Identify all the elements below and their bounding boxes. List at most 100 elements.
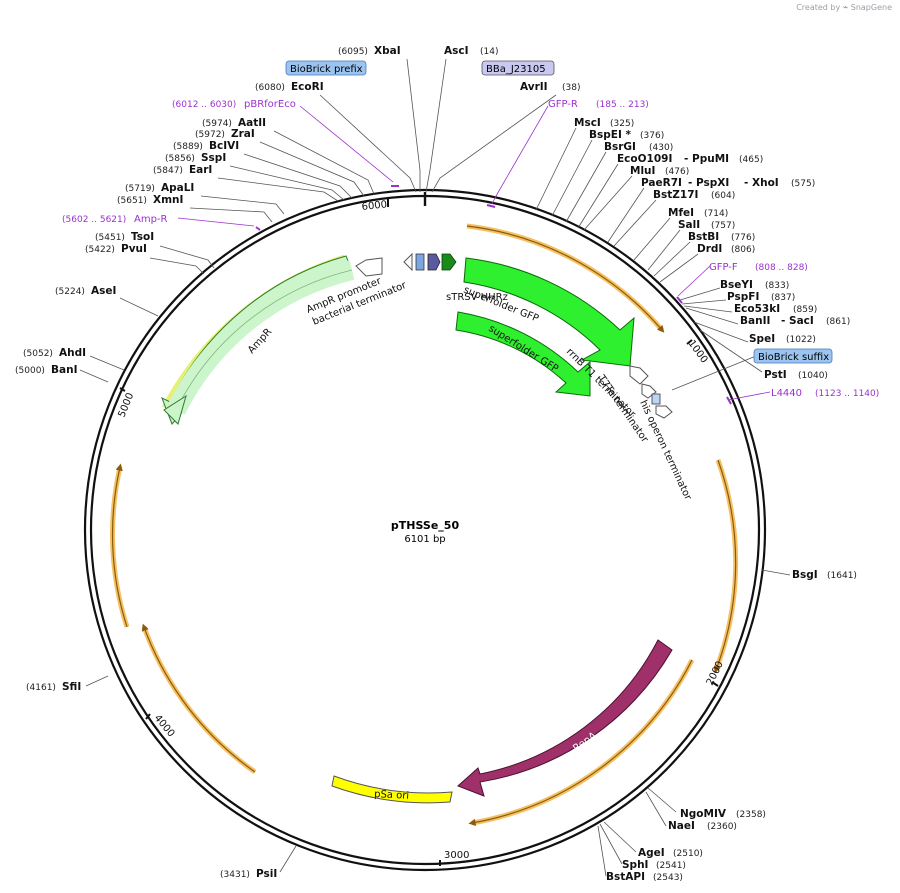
primer-leader: [299, 105, 394, 183]
enzyme-apali: ApaLI: [161, 182, 194, 194]
enzyme-psti: PstI: [764, 369, 787, 381]
enzyme-agei: AgeI: [638, 847, 665, 859]
biobrick-prefix-label: BioBrick prefix: [290, 64, 363, 75]
enzyme-eari-pos: (5847): [153, 166, 183, 176]
leader: [607, 187, 645, 243]
enzyme-bcivi-pos: (5889): [173, 142, 203, 152]
leader: [685, 307, 739, 325]
enzyme-mlui: MluI: [630, 165, 655, 177]
snapgene-logo-icon: ⌁: [842, 3, 849, 13]
primer-mark: [676, 296, 683, 304]
enzyme-tsoi: TsoI: [131, 231, 154, 243]
enzyme-bstbi-pos: (776): [731, 233, 755, 243]
enzyme-sphi: SphI: [622, 859, 648, 871]
leader: [633, 217, 671, 261]
enzyme-pspfi: PspFI: [727, 291, 759, 303]
enzyme-agei-pos: (2510): [673, 849, 703, 859]
enzyme-naei-pos: (2360): [707, 822, 737, 832]
orf-arc: [141, 626, 257, 775]
leader: [693, 321, 749, 343]
enzyme-pvui: PvuI: [121, 243, 147, 255]
bba-j23105-label: BBa_J23105: [486, 64, 546, 75]
enzyme-pspxi: - PspXI: [688, 177, 729, 189]
leader: [599, 823, 623, 865]
enzyme-aatii-pos: (5974): [202, 119, 232, 129]
primer-pbrforeco-pos: (6012 .. 6030): [172, 100, 236, 110]
enzyme-xbai: XbaI: [374, 45, 401, 57]
enzyme-ecoo109i: EcoO109I: [617, 153, 672, 165]
leader: [79, 369, 109, 383]
enzyme-psti-pos: (1040): [798, 371, 828, 381]
feature-biobrick-suffix-box: [651, 393, 661, 405]
enzyme-bani: BanI: [51, 364, 77, 376]
enzyme-sfii-pos: (4161): [26, 683, 56, 693]
enzyme-xmni-pos: (5651): [117, 196, 147, 206]
orf-arc-line: [713, 459, 737, 674]
leader: [431, 94, 557, 193]
enzyme-eari: EarI: [189, 164, 212, 176]
feature-ampr-head: [163, 394, 187, 425]
orf-arc-line: [141, 623, 256, 773]
orf-arc-line: [468, 659, 693, 826]
feature-promoter-arrow: [427, 253, 441, 271]
enzyme-tsoi-pos: (5451): [95, 233, 125, 243]
enzyme-apali-pos: (5719): [125, 184, 155, 194]
enzyme-banii: BanII: [740, 315, 770, 327]
feature-his-terminator: [655, 405, 673, 419]
feature-ampr-edge: [175, 269, 353, 411]
leader: [159, 245, 215, 269]
leader: [583, 175, 633, 231]
feature-psa-ori: [331, 775, 453, 804]
enzyme-bspei: BspEI *: [589, 129, 632, 141]
enzyme-ngomiv-pos: (2358): [736, 810, 766, 820]
primer-gfp-r-pos: (185 .. 213): [596, 100, 649, 110]
primer-l4440: L4440: [771, 388, 802, 399]
enzyme-bseyi: BseYI: [720, 279, 753, 291]
biobrick-suffix-box: [753, 348, 833, 364]
enzyme-drdi-pos: (806): [731, 245, 755, 255]
leader: [149, 257, 205, 275]
enzyme-xmni: XmnI: [153, 194, 183, 206]
enzyme-bani-pos: (5000): [15, 366, 45, 376]
leader: [229, 165, 345, 201]
feature-ampr-promoter: [355, 257, 383, 277]
orf-arc-line: [466, 225, 665, 333]
feature-biobrick-prefix-box: [415, 253, 425, 271]
enzyme-ecori: EcoRI: [291, 81, 324, 93]
leader: [217, 177, 339, 202]
enzyme-ahdi: AhdI: [59, 347, 86, 359]
plasmid-length: 6101 bp: [404, 534, 445, 545]
primer-mark: [255, 226, 261, 231]
tick-3000: 3000: [444, 850, 469, 861]
tick-2000-mark: [711, 681, 719, 687]
enzyme-leaders: [79, 58, 791, 877]
enzyme-sspi-pos: (5856): [165, 154, 195, 164]
enzyme-naei: NaeI: [668, 820, 695, 832]
enzyme-bsrgi: BsrGI: [604, 141, 636, 153]
enzyme-asci: AscI: [444, 45, 469, 57]
enzyme-spei: SpeI: [749, 333, 775, 345]
enzyme-avrii: AvrII: [520, 81, 548, 93]
leader: [319, 94, 417, 193]
enzyme-psii: PsiI: [256, 868, 277, 880]
biobrick-prefix-box: [285, 60, 367, 76]
enzyme-sphi-pos: (2541): [656, 861, 686, 871]
primer-leader: [677, 265, 711, 297]
enzyme-eco53ki-pos: (859): [793, 305, 817, 315]
primer-gfp-r: GFP-R: [548, 99, 578, 110]
leader: [597, 825, 607, 877]
leader: [535, 127, 577, 211]
enzyme-sfii: SfiI: [62, 681, 81, 693]
enzyme-spei-pos: (1022): [786, 335, 816, 345]
primer-leader: [491, 105, 549, 205]
leader: [683, 305, 733, 313]
enzyme-avrii-pos: (38): [562, 83, 580, 93]
enzyme-psii-pos: (3431): [220, 870, 250, 880]
leader: [659, 253, 699, 283]
enzyme-xbai-pos: (6095): [338, 47, 368, 57]
enzyme-eco53ki: Eco53kI: [734, 303, 780, 315]
enzyme-bsrgi-pos: (430): [649, 143, 673, 153]
features: [161, 252, 673, 804]
leader: [671, 355, 757, 391]
enzyme-ecori-pos: (6080): [255, 83, 285, 93]
